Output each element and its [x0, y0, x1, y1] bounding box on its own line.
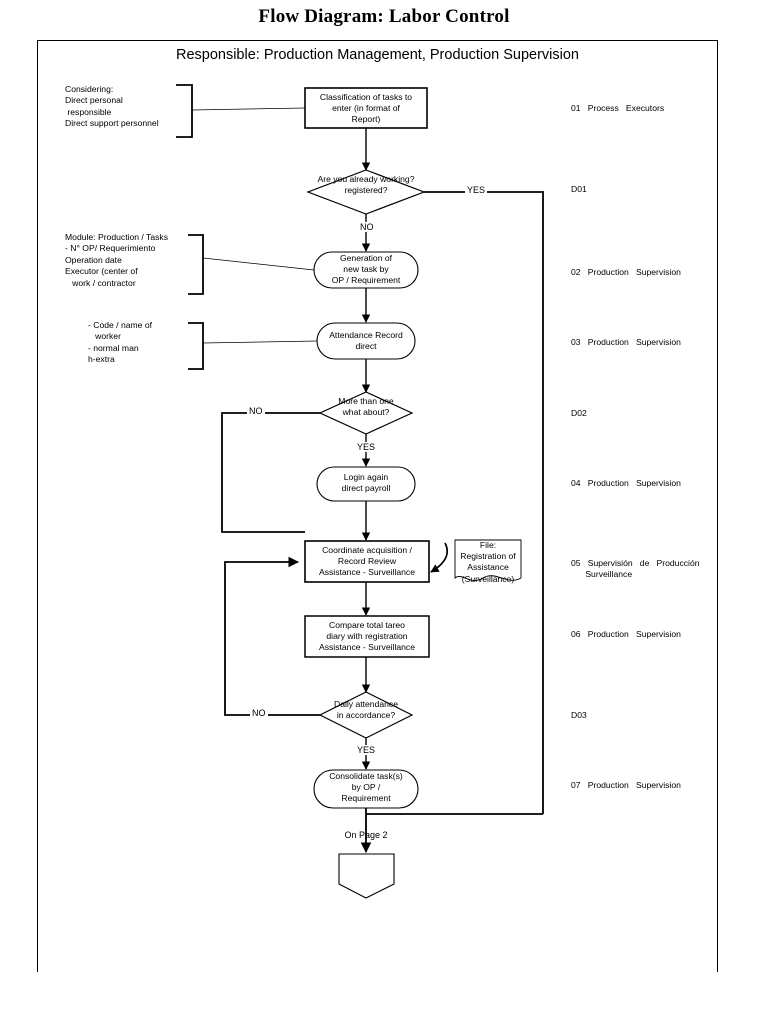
annotation-code-worker: - Code / name of worker - normal man h-e…	[88, 320, 153, 365]
diagram-frame	[37, 40, 718, 972]
edge-label-d01-no: NO	[358, 222, 376, 232]
annotation-leader-3	[202, 340, 318, 344]
shape-classification-of-tasks	[304, 87, 428, 129]
edge-file-to-05	[430, 542, 449, 573]
shape-decision-d01	[306, 169, 426, 215]
shape-decision-d02	[318, 391, 414, 435]
shape-compare-total-tareo	[304, 615, 430, 658]
annotation-bracket-2	[188, 234, 204, 295]
lane-label-d03: D03	[571, 710, 587, 720]
annotation-bracket-1	[176, 84, 193, 138]
shape-file-registration-assistance	[454, 539, 522, 581]
edge-label-d02-yes: YES	[355, 442, 378, 452]
lane-label-04: 04 Production Supervision	[571, 478, 681, 488]
lane-label-d02: D02	[571, 408, 587, 418]
edge-d01-yes	[424, 191, 544, 814]
page-title: Flow Diagram: Labor Control	[258, 6, 510, 27]
shape-consolidate-tasks	[313, 769, 419, 809]
shape-offpage-connector	[338, 853, 395, 899]
annotation-module-production: Module: Production / Tasks - N° OP/ Requ…	[65, 232, 169, 288]
lane-label-01: 01 Process Executors	[571, 103, 665, 113]
lane-label-03: 03 Production Supervision	[571, 337, 681, 347]
annotation-considering: Considering: Direct personal responsible…	[65, 84, 159, 129]
edge-d02-no	[221, 412, 320, 533]
lane-label-05: 05 Supervisión de Producción Surveillanc…	[571, 558, 700, 580]
annotation-leader-2	[202, 257, 315, 271]
responsible-header: Responsible: Production Management, Prod…	[175, 47, 579, 63]
annotation-bracket-3	[188, 322, 204, 370]
annotation-leader-1	[191, 107, 306, 111]
shape-generation-new-task	[313, 251, 419, 289]
shape-decision-d03	[318, 691, 414, 739]
edge-label-d01-yes: YES	[465, 185, 488, 195]
edge-label-d03-no: NO	[250, 708, 268, 718]
lane-label-07: 07 Production Supervision	[571, 780, 681, 790]
shape-login-again-direct-payroll	[316, 466, 416, 502]
edge-d03-no	[224, 556, 320, 716]
lane-label-02: 02 Production Supervision	[571, 267, 681, 277]
lane-label-d01: D01	[571, 184, 587, 194]
shape-coordinate-acquisition	[304, 540, 430, 583]
shape-attendance-record-direct	[316, 322, 416, 360]
edge-label-d02-no: NO	[247, 406, 265, 416]
lane-label-06: 06 Production Supervision	[571, 629, 681, 639]
edge-label-d03-yes: YES	[355, 745, 378, 755]
